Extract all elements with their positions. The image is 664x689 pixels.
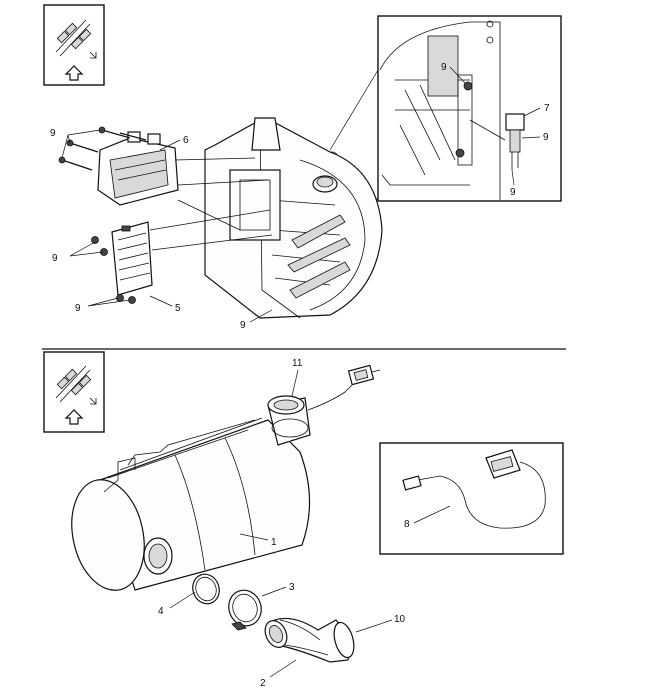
label-10: 10 — [394, 614, 406, 625]
elbow-pipe-part-10 — [264, 617, 355, 663]
label-4: 4 — [158, 606, 164, 617]
label-8: 8 — [404, 519, 410, 530]
label-9: 9 — [240, 320, 246, 331]
label-9: 9 — [52, 253, 58, 264]
ecu-part-5 — [91, 221, 153, 304]
gasket-part-4 — [192, 573, 220, 605]
label-9: 9 — [510, 187, 516, 198]
orientation-icon-top — [43, 4, 105, 86]
label-1: 1 — [271, 537, 277, 548]
label-7: 7 — [544, 103, 550, 114]
bolts-part-9 — [58, 126, 147, 171]
label-9: 9 — [441, 62, 447, 73]
detail-inset-bottom — [379, 442, 564, 555]
sensor-harness — [307, 364, 381, 411]
label-9: 9 — [50, 128, 56, 139]
label-9: 9 — [543, 132, 549, 143]
muffler-part-1 — [71, 395, 311, 591]
detail-inset-top — [377, 15, 562, 202]
label-2: 2 — [260, 678, 266, 689]
orientation-icon-bottom — [43, 351, 105, 433]
label-5: 5 — [175, 303, 181, 314]
label-6: 6 — [183, 135, 189, 146]
label-3: 3 — [289, 582, 295, 593]
clamp-part-3 — [228, 589, 262, 631]
label-9: 9 — [75, 303, 81, 314]
mounting-bracket — [204, 117, 383, 319]
control-module-part-6 — [97, 131, 179, 206]
label-11: 11 — [292, 358, 303, 369]
